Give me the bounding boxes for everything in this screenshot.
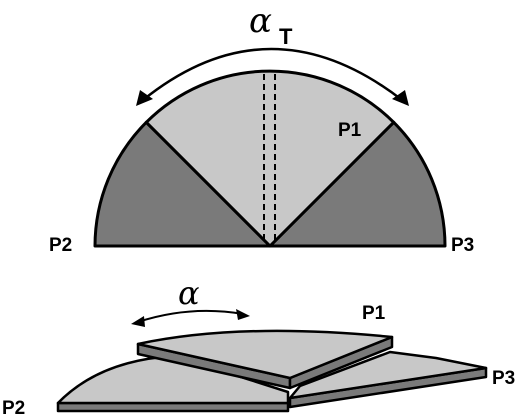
arrowhead-left-icon (136, 90, 153, 106)
bottom-label-p1: P1 (362, 303, 386, 324)
arrowhead-right-icon (392, 90, 409, 106)
plate-p3 (288, 350, 488, 409)
angle-arrow (131, 309, 250, 327)
plate-p1 (136, 329, 394, 390)
center-sector-p1 (144, 69, 396, 248)
bottom-label-p3: P3 (492, 368, 515, 389)
right-sector-p3 (268, 120, 447, 248)
arrowhead-right-icon (236, 309, 250, 320)
top-label-p2: P2 (49, 235, 72, 256)
total-angle-arrow (136, 47, 409, 106)
plate-p2 (56, 354, 290, 413)
semicircle-figure (93, 69, 447, 248)
top-label-p1: P1 (338, 120, 362, 141)
angle-symbol: α (178, 274, 200, 312)
arrowhead-left-icon (131, 316, 145, 327)
bottom-label-p2: P2 (2, 398, 25, 416)
left-sector-p2 (93, 120, 272, 248)
stacked-plates-figure (56, 329, 488, 413)
total-angle-symbol: α (249, 1, 272, 41)
top-label-p3: P3 (451, 235, 474, 256)
total-angle-subscript: T (279, 24, 293, 49)
